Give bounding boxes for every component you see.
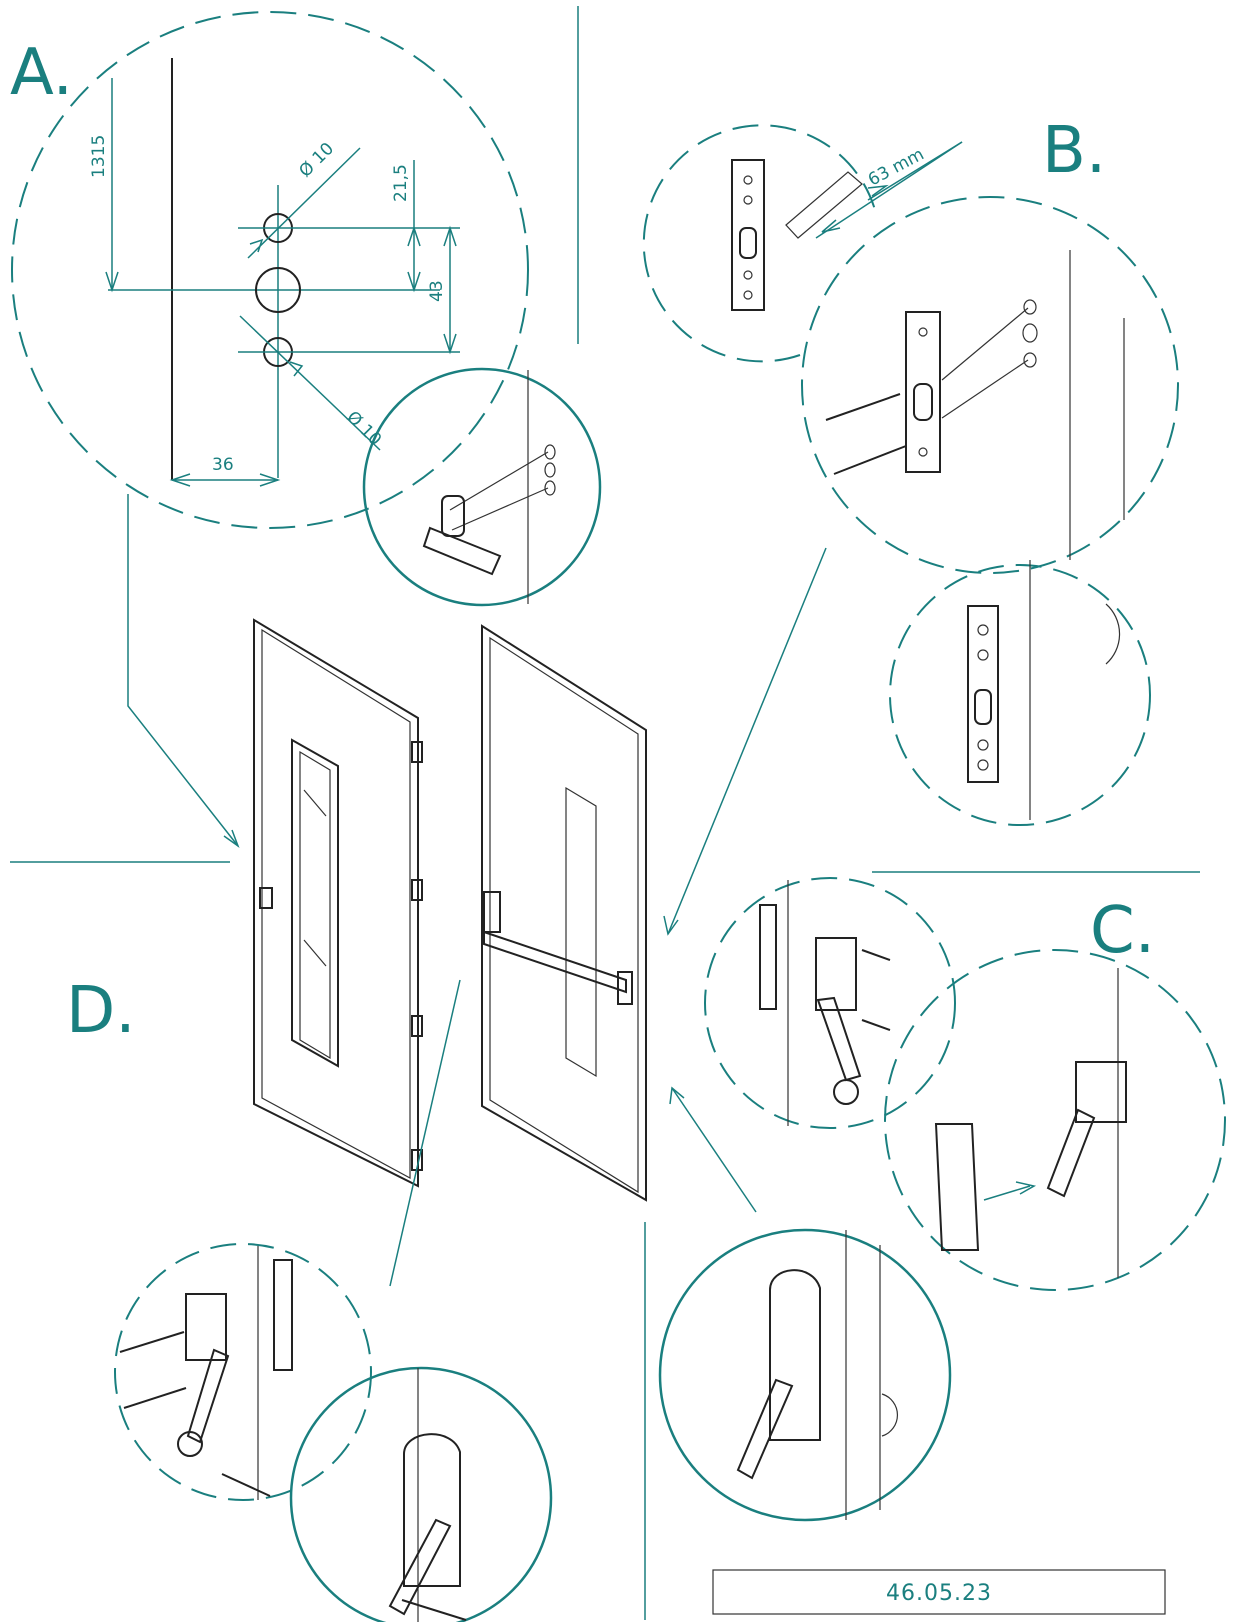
detail-b-screw-fixing [801, 196, 1179, 574]
detail-c-cover-fitting [884, 949, 1226, 1291]
detail-a-hole-layout [11, 11, 529, 529]
door-left-glazed [253, 618, 423, 1188]
leader-arrows [127, 494, 827, 1287]
detail-c-bracket-assembly [704, 877, 956, 1129]
detail-b-strike-plate [642, 124, 963, 363]
section-label-a: A. [10, 36, 73, 110]
detail-d-bracket-assembly [114, 1243, 372, 1501]
drawing-number-box [712, 1569, 1166, 1615]
door-right-panic-bar [481, 624, 647, 1202]
detail-a-handle-insert [362, 367, 602, 607]
detail-d-installed [289, 1366, 553, 1622]
dimension-63mm: 63 mm [865, 145, 928, 191]
drawing-number: 46.05.23 [886, 1581, 992, 1606]
detail-c-installed [658, 1228, 952, 1522]
dimension-1315: 1315 [89, 135, 109, 178]
section-label-d: D. [66, 974, 136, 1048]
dimension-43: 43 [427, 280, 447, 302]
section-label-b: B. [1042, 114, 1106, 188]
detail-b-installed-plate [889, 560, 1151, 826]
dimension-21-5: 21,5 [391, 164, 411, 202]
separator-lines [10, 6, 1200, 1620]
section-label-c: C. [1090, 894, 1155, 968]
dimension-36: 36 [212, 455, 234, 475]
